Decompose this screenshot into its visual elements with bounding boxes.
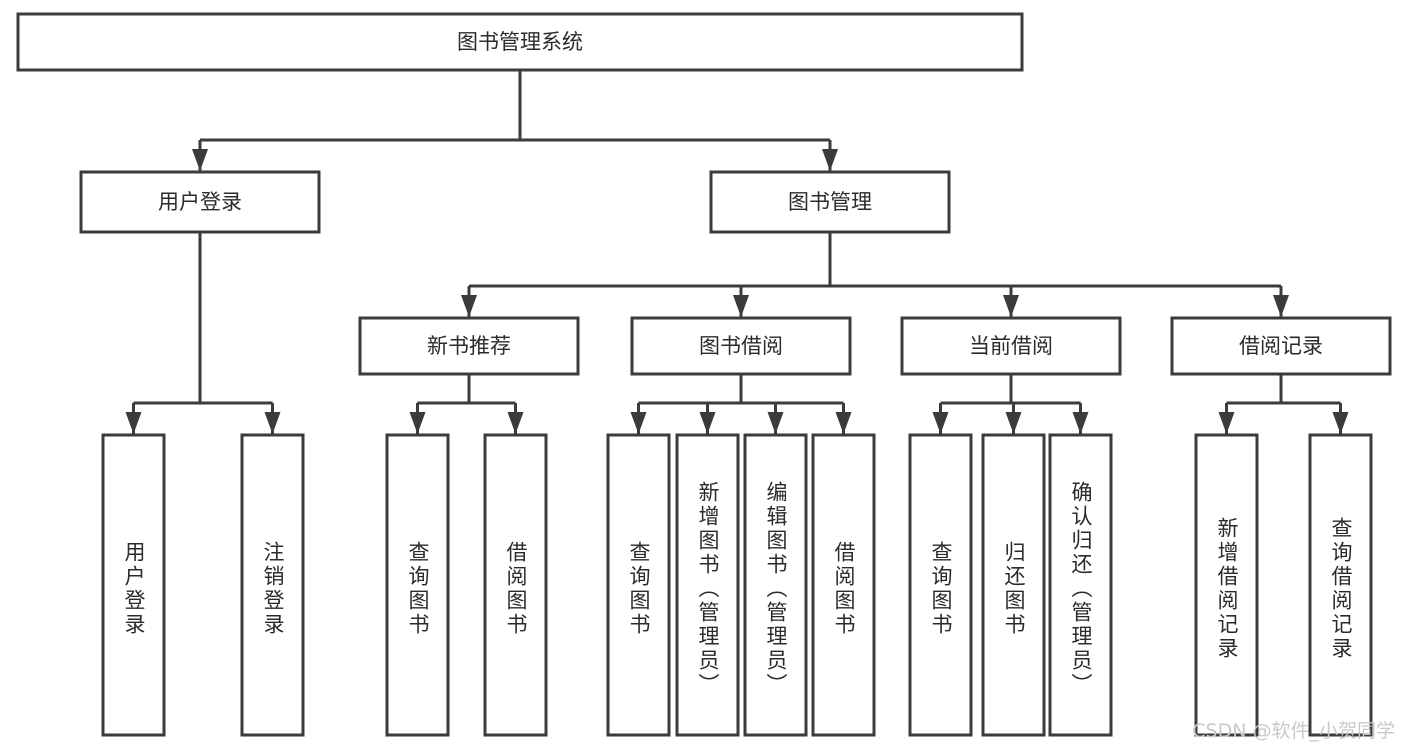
node-label: 图书管理系统	[457, 30, 583, 54]
arrowhead-icon	[264, 412, 281, 434]
node-leaf-query-book-cur[interactable]	[908, 433, 973, 737]
node-l2-borrow-record[interactable]	[1170, 316, 1392, 376]
node-l2-current-borrow[interactable]	[900, 316, 1122, 376]
node-box[interactable]	[1194, 433, 1259, 737]
node-leaf-return-book[interactable]	[981, 433, 1046, 737]
node-box[interactable]	[630, 316, 852, 376]
node-box[interactable]	[483, 433, 548, 737]
node-box[interactable]	[16, 12, 1024, 72]
node-box[interactable]	[743, 433, 808, 737]
node-leaf-confirm-return[interactable]	[1048, 433, 1113, 737]
arrowhead-icon	[461, 295, 477, 317]
arrowhead-icon	[733, 295, 749, 317]
node-l2-book-borrow[interactable]	[630, 316, 852, 376]
node-box[interactable]	[675, 433, 740, 737]
node-leaf-query-record[interactable]	[1308, 433, 1373, 737]
node-leaf-add-record[interactable]	[1194, 433, 1259, 737]
arrowhead-icon	[1218, 412, 1235, 434]
arrowhead-icon	[835, 412, 852, 434]
node-label: 当前借阅	[969, 334, 1053, 358]
arrowhead-icon	[1005, 412, 1022, 434]
node-box[interactable]	[981, 433, 1046, 737]
arrowhead-icon	[409, 412, 426, 434]
arrowhead-icon	[1003, 295, 1019, 317]
node-leaf-query-book-borrow[interactable]	[606, 433, 671, 737]
node-label: 用户登录	[158, 190, 242, 214]
node-l1-user-login[interactable]	[79, 170, 321, 234]
node-label: 新书推荐	[427, 334, 511, 358]
arrowhead-icon	[507, 412, 524, 434]
node-box[interactable]	[606, 433, 671, 737]
node-leaf-user-login[interactable]	[101, 433, 166, 737]
node-box[interactable]	[908, 433, 973, 737]
node-l1-book-manage[interactable]	[709, 170, 951, 234]
node-l2-new-book-rec[interactable]	[358, 316, 580, 376]
node-root[interactable]	[16, 12, 1024, 72]
arrowhead-icon	[1072, 412, 1089, 434]
arrowhead-icon	[1273, 295, 1289, 317]
arrowhead-icon	[192, 149, 208, 171]
node-box[interactable]	[1048, 433, 1113, 737]
node-box[interactable]	[811, 433, 876, 737]
node-label: 图书管理	[788, 190, 872, 214]
node-label: 借阅记录	[1239, 334, 1323, 358]
arrowhead-icon	[125, 412, 142, 434]
node-box[interactable]	[358, 316, 580, 376]
arrowhead-icon	[699, 412, 716, 434]
node-box[interactable]	[79, 170, 321, 234]
node-box[interactable]	[385, 433, 450, 737]
arrowhead-icon	[932, 412, 949, 434]
node-box[interactable]	[101, 433, 166, 737]
node-leaf-logout[interactable]	[240, 433, 305, 737]
node-leaf-edit-book[interactable]	[743, 433, 808, 737]
node-label: 图书借阅	[699, 334, 783, 358]
node-box[interactable]	[900, 316, 1122, 376]
node-leaf-borrow-book[interactable]	[811, 433, 876, 737]
node-leaf-query-book-rec[interactable]	[385, 433, 450, 737]
arrowhead-icon	[630, 412, 647, 434]
arrowhead-icon	[1332, 412, 1349, 434]
watermark-text: CSDN @软件_小贺同学	[1192, 720, 1395, 742]
arrowhead-icon	[822, 149, 838, 171]
node-box[interactable]	[240, 433, 305, 737]
node-leaf-borrow-book-rec[interactable]	[483, 433, 548, 737]
node-box[interactable]	[709, 170, 951, 234]
arrowhead-icon	[767, 412, 784, 434]
node-leaf-add-book[interactable]	[675, 433, 740, 737]
node-box[interactable]	[1308, 433, 1373, 737]
node-box[interactable]	[1170, 316, 1392, 376]
